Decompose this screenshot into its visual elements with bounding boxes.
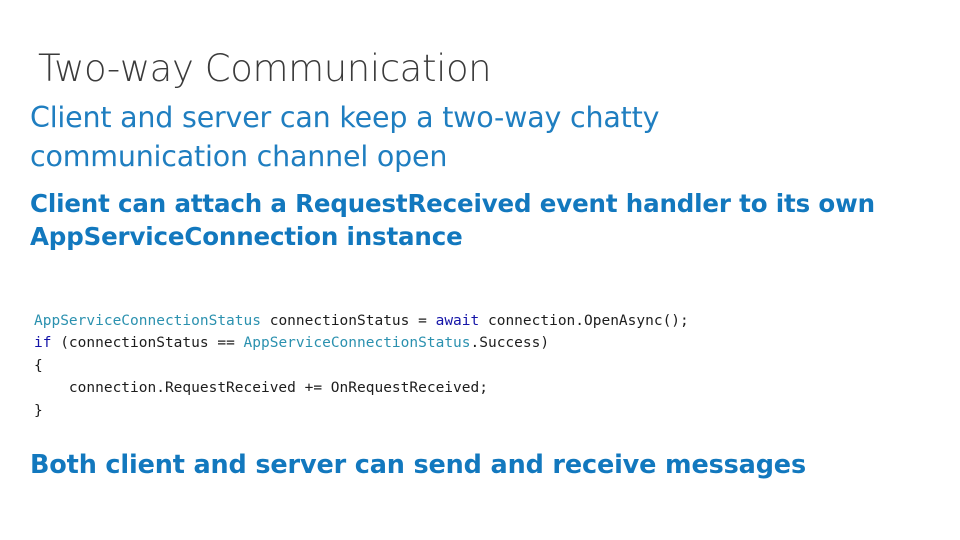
code-token-plain: connectionStatus = [260,312,436,329]
code-snippet: AppServiceConnectionStatus connectionSta… [34,310,689,423]
code-token-type: AppServiceConnectionStatus [34,312,261,329]
code-token-keyword: await [435,312,480,329]
code-token-plain: (connectionStatus == [51,335,244,351]
code-token-plain: connection.OpenAsync(); [479,312,689,329]
bullet-level-2: Client can attach a RequestReceived even… [30,189,875,252]
code-line: } [34,403,43,419]
code-token-plain: connection.RequestReceived += OnRequestR… [34,380,488,396]
bullet-level-1: Client and server can keep a two-way cha… [30,101,660,174]
code-line: if (connectionStatus == AppServiceConnec… [34,335,549,351]
page-title: Two-way Communication [38,46,492,90]
code-line: connection.RequestReceived += OnRequestR… [34,380,488,396]
code-token-plain: { [34,357,43,374]
closing-bullet: Both client and server can send and rece… [30,449,806,480]
code-token-type: AppServiceConnectionStatus [243,335,471,351]
code-token-plain: } [34,402,43,419]
code-token-keyword: if [34,335,52,351]
slide-body: Client and server can keep a two-way cha… [30,98,930,254]
code-line: { [34,358,43,374]
code-token-plain: .Success) [470,335,550,351]
code-line: AppServiceConnectionStatus connectionSta… [34,313,689,329]
